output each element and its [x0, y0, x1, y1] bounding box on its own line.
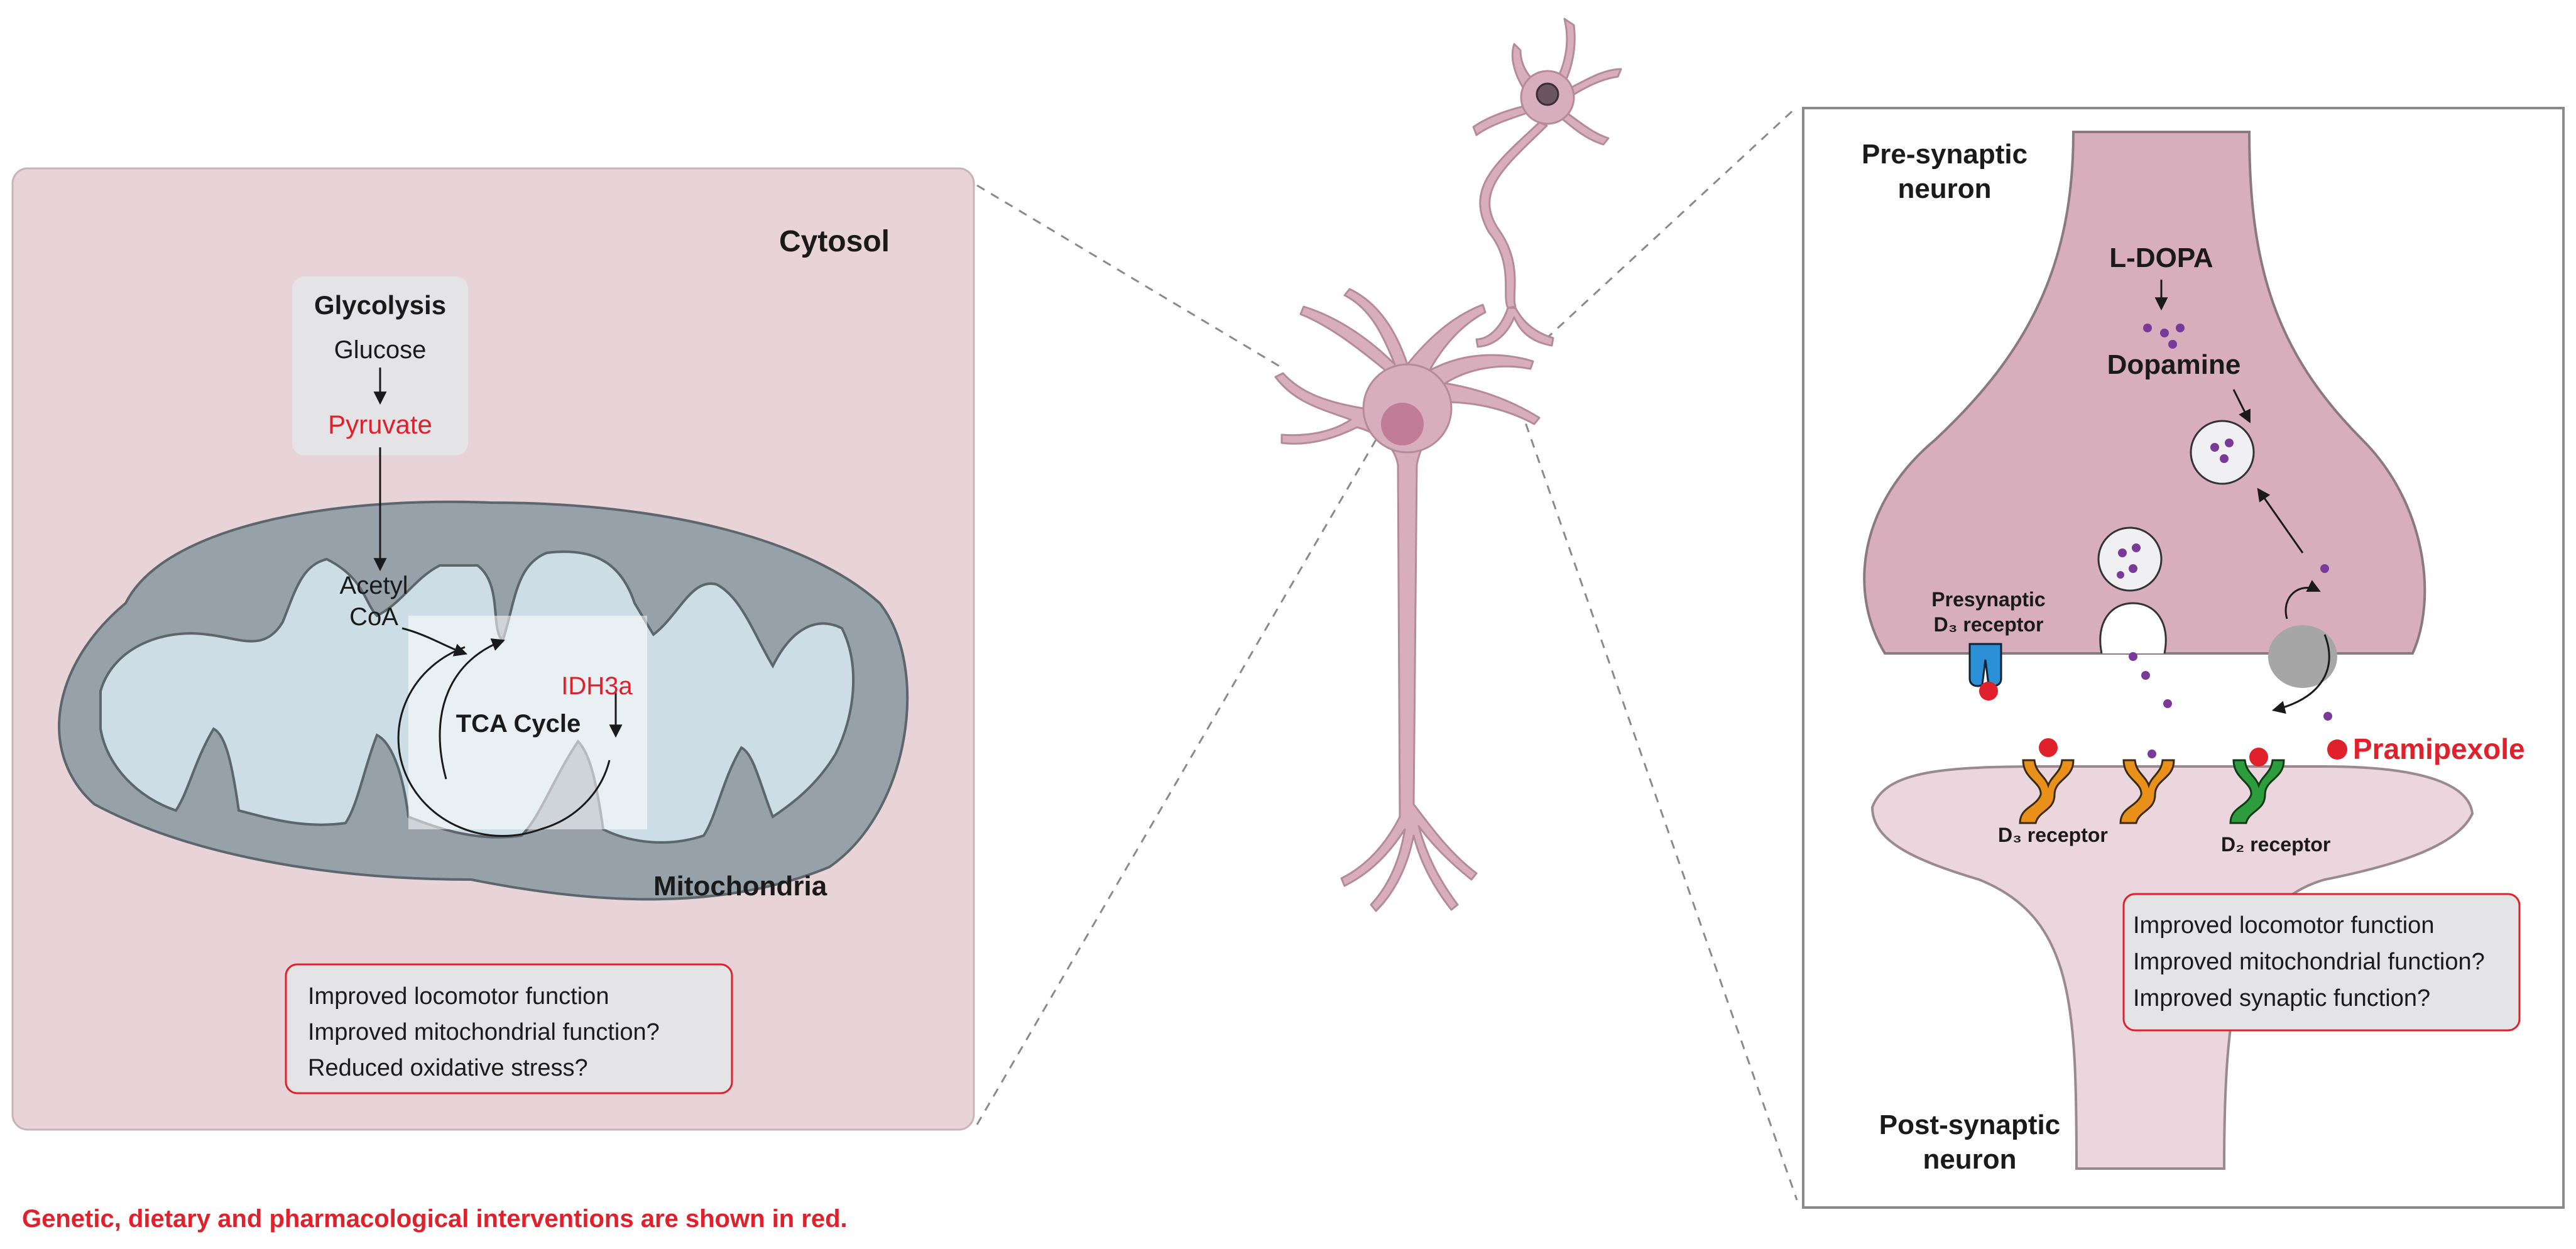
- presynaptic-neuron-label-line2: neuron: [1897, 173, 1991, 204]
- tca-cycle: IDH3a TCA Cycle: [397, 638, 633, 837]
- synapse-outcome: Improved locomotor function: [2133, 912, 2434, 939]
- reuptake-to-vesicle-arrow: [2257, 488, 2304, 554]
- cytosol-title: Cytosol: [779, 225, 890, 258]
- glucose-label: Glucose: [334, 336, 427, 364]
- dopamine-to-vesicle-arrow: [2232, 389, 2251, 423]
- cytosol-outcome: Improved mitochondrial function?: [308, 1019, 660, 1045]
- connector-line: [1544, 106, 1798, 341]
- transporter-uptake-arrow: [2284, 580, 2321, 619]
- pramipexole-label: Pramipexole: [2353, 733, 2525, 765]
- d3-receptor-label: D₃ receptor: [1998, 824, 2108, 846]
- synapse-outcomes-box: Improved locomotor function Improved mit…: [2122, 893, 2521, 1032]
- acetyl-coa-label-line1: Acetyl: [340, 572, 408, 599]
- bound-pramipexole: [1979, 682, 1998, 701]
- connector-line: [976, 184, 1282, 369]
- tca-cycle-arc-left: [397, 646, 541, 837]
- idh3a-label: IDH3a: [561, 672, 633, 700]
- connector-lines: [976, 106, 1798, 1201]
- main-neuron-nucleus: [1381, 403, 1424, 445]
- postsynaptic-neuron-label-line1: Post-synaptic: [1879, 1110, 2061, 1140]
- bound-pramipexole: [2039, 738, 2058, 757]
- presynaptic-d3-receptor: [1968, 643, 2002, 701]
- dopamine-cluster: [2143, 324, 2185, 349]
- upper-neuron-axon: [1479, 121, 1548, 309]
- pyruvate-label: Pyruvate: [328, 410, 432, 439]
- transporter-release-arrow: [2271, 634, 2330, 714]
- connector-line: [976, 439, 1377, 1125]
- d2-receptor-label: D₂ receptor: [2221, 833, 2330, 856]
- cytosol-panel: Cytosol Glycolysis Glucose Pyruvate Acet…: [11, 167, 975, 1131]
- presynaptic-receptor-label-line1: Presynaptic: [1931, 588, 2045, 611]
- upper-neuron-nucleus: [1536, 82, 1559, 106]
- cytosol-outcomes-box: Improved locomotor function Improved mit…: [285, 963, 733, 1094]
- cytosol-outcome: Improved locomotor function: [308, 983, 609, 1010]
- l-dopa-label: L-DOPA: [2109, 243, 2213, 273]
- tca-cycle-arc-top: [439, 638, 505, 780]
- presynaptic-receptor-label-line2: D₃ receptor: [1934, 613, 2044, 636]
- synapse-panel: Pre-synaptic neuron L-DOPA Dopamine: [1802, 107, 2565, 1209]
- dopamine-molecule: [2320, 564, 2329, 573]
- mitochondrion: [58, 500, 909, 901]
- neuron-illustration: [1274, 18, 1622, 912]
- main-neuron-body: [1274, 288, 1541, 912]
- d2-receptor: [2229, 748, 2285, 824]
- connector-line: [1519, 408, 1798, 1201]
- synapse-outcome: Improved synaptic function?: [2133, 985, 2430, 1012]
- tca-cycle-panel: [408, 616, 647, 829]
- dopamine-label: Dopamine: [2107, 349, 2241, 380]
- mitochondria-label: Mitochondria: [653, 871, 827, 902]
- bound-pramipexole: [2249, 748, 2268, 766]
- cytosol-outcome: Reduced oxidative stress?: [308, 1055, 588, 1081]
- axon-terminal: [1475, 307, 1554, 348]
- d3-receptor: [2019, 738, 2075, 824]
- acetylcoa-entry-arrow: [401, 627, 467, 657]
- glycolysis-box: Glycolysis Glucose Pyruvate: [292, 276, 468, 455]
- acetyl-coa-label-line2: CoA: [349, 603, 398, 631]
- tca-cycle-arc-bottom: [540, 760, 611, 831]
- dopamine-transporter: [2268, 625, 2337, 688]
- cleft-dopamine: [2129, 652, 2332, 758]
- tca-cycle-label: TCA Cycle: [456, 710, 581, 738]
- glycolysis-title: Glycolysis: [314, 290, 446, 320]
- presynaptic-neuron-label-line1: Pre-synaptic: [1862, 139, 2028, 170]
- postsynaptic-neuron-label-line2: neuron: [1923, 1144, 2016, 1175]
- footnote: Genetic, dietary and pharmacological int…: [22, 1205, 848, 1233]
- exocytosis-vesicle: [2099, 602, 2167, 654]
- pramipexole-icon: [2327, 739, 2347, 760]
- main-neuron: [1274, 288, 1541, 912]
- vesicle: [2190, 420, 2255, 485]
- synapse-outcome: Improved mitochondrial function?: [2133, 949, 2485, 975]
- upper-neuron: [1472, 18, 1622, 348]
- d3-receptor: [2119, 759, 2175, 824]
- vesicle: [2097, 526, 2163, 592]
